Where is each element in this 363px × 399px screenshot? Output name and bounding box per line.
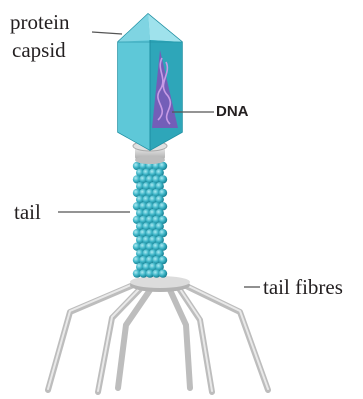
label-tail: tail [14,199,41,225]
tail-bead [159,269,167,277]
tail-fibre [180,283,268,390]
protein-capsid [118,14,182,150]
label-capsid: capsid [12,37,66,63]
label-protein: protein [10,9,69,35]
tail-fibres [48,283,268,392]
label-dna: DNA [216,103,249,121]
base-plate [130,276,190,292]
tail-sheath [133,162,167,278]
capsid-leader-line [92,32,122,34]
label-tail-fibres: tail fibres [263,274,343,300]
tail-fibre [178,287,212,392]
